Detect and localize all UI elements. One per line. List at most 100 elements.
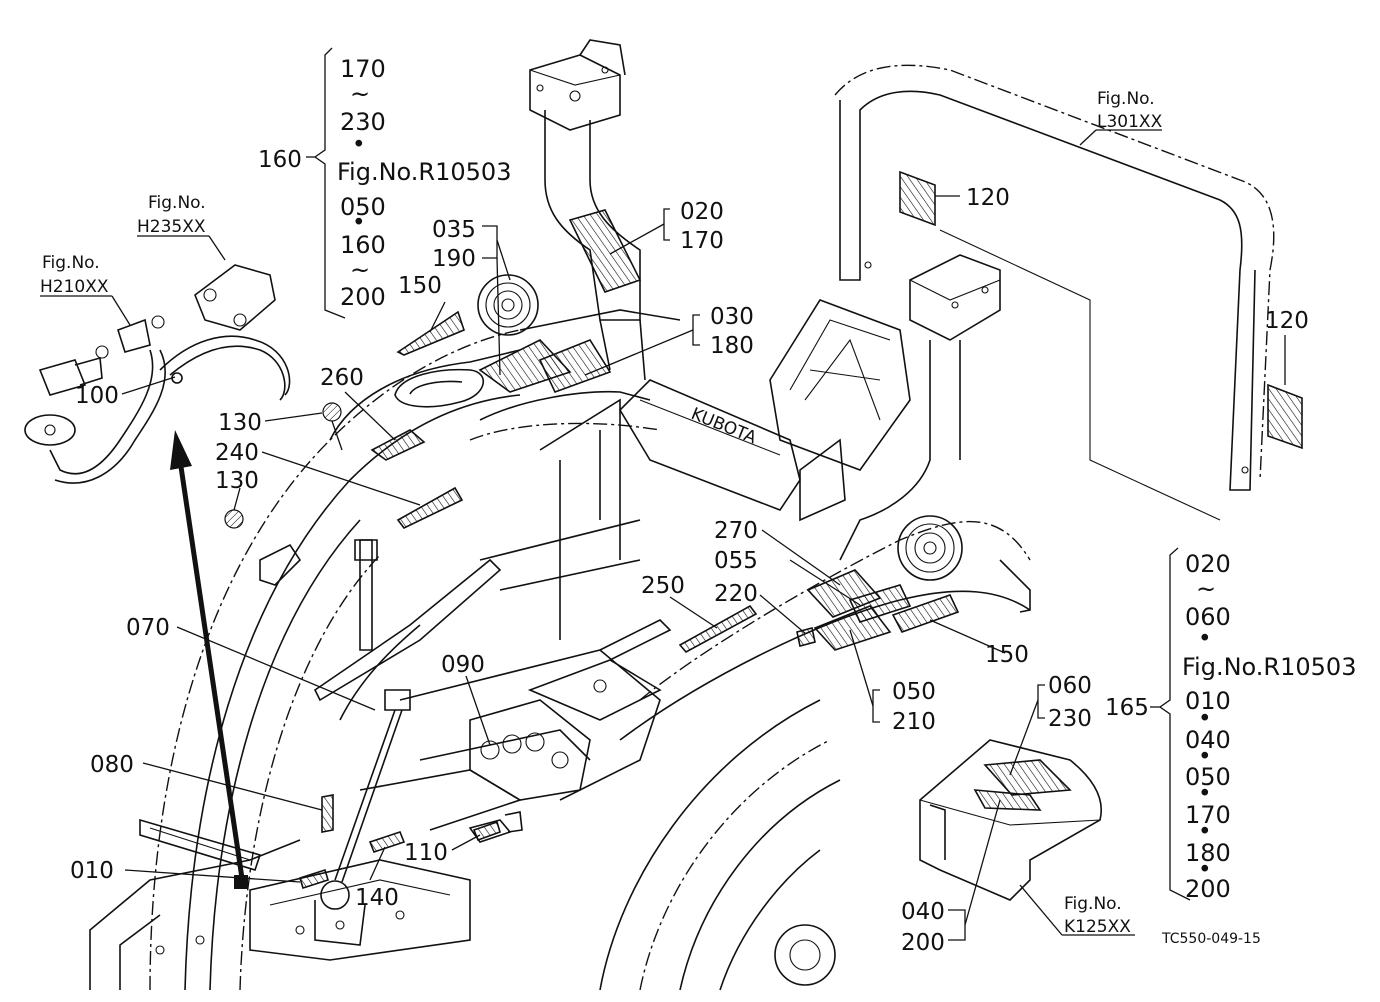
- callout-220: 220: [714, 581, 758, 607]
- callout-240: 240: [215, 440, 259, 466]
- bracket-165-item-10: •: [1198, 781, 1212, 807]
- figref-k125-fig: Fig.No.: [1064, 894, 1122, 914]
- decal-020-170: [568, 209, 642, 293]
- cap-130-lower: [224, 509, 244, 529]
- callout-190: 190: [432, 246, 476, 272]
- callout-150-right: 150: [985, 642, 1029, 668]
- callout-140: 140: [355, 885, 399, 911]
- decal-140: [368, 831, 406, 853]
- callout-200b: 200: [901, 930, 945, 956]
- callout-170b: 170: [680, 228, 724, 254]
- callout-010: 010: [70, 858, 114, 884]
- callout-270: 270: [714, 518, 758, 544]
- callout-230b: 230: [1048, 706, 1092, 732]
- callout-055: 055: [714, 548, 758, 574]
- decal-030-180b: [538, 339, 612, 394]
- callout-070: 070: [126, 615, 170, 641]
- bracket-160-tilde-2: ~: [350, 256, 370, 284]
- tractor-body-linework: [89, 309, 1031, 991]
- decal-240: [396, 486, 464, 530]
- callout-110: 110: [404, 840, 448, 866]
- bracket-165-item-0: 020: [1185, 550, 1231, 578]
- callout-150-left: 150: [398, 273, 442, 299]
- bracket-165-item-3: •: [1198, 626, 1212, 652]
- callout-020: 020: [680, 199, 724, 225]
- cap-130-upper: [322, 402, 342, 422]
- callout-200: 200: [340, 283, 386, 311]
- bracket-165-item-15: 200: [1185, 875, 1231, 903]
- bracket-165-item-14: •: [1198, 857, 1212, 883]
- bracket-165-item-8: •: [1198, 744, 1212, 770]
- leader-lines: [40, 47, 1286, 941]
- decal-150-right: [891, 594, 960, 633]
- bracket-165-item-7: 040: [1185, 726, 1231, 754]
- callout-030: 030: [710, 304, 754, 330]
- center-rops-post: [529, 39, 646, 381]
- decal-050-210: [813, 605, 892, 651]
- callout-090: 090: [441, 652, 485, 678]
- hour-meter-left: [477, 274, 539, 336]
- seat-frame: [769, 299, 911, 522]
- figref-h235-fig: Fig.No.: [148, 193, 206, 213]
- callout-160-figref: Fig.No.R10503: [337, 158, 511, 186]
- bracket-165-item-13: 180: [1185, 839, 1231, 867]
- callout-210: 210: [892, 709, 936, 735]
- bracket-160-tilde-1: ~: [350, 80, 370, 108]
- assembly-arrow: [170, 430, 248, 889]
- decal-080: [321, 794, 334, 833]
- bracket-165-item-11: 170: [1185, 801, 1231, 829]
- callout-160-label: 160: [258, 147, 302, 173]
- callout-labels: 170 ~ 230 • 160 Fig.No.R10503 050 • 160 …: [70, 55, 1356, 956]
- bracket-165-label: 165: [1105, 695, 1149, 721]
- bracket-165-item-5: 010: [1185, 687, 1231, 715]
- bracket-165-item-2: 060: [1185, 603, 1231, 631]
- callout-060: 060: [1048, 673, 1092, 699]
- decal-120-right: [1267, 383, 1303, 450]
- callout-035: 035: [432, 217, 476, 243]
- callout-100: 100: [75, 383, 119, 409]
- callout-120-upper: 120: [966, 185, 1010, 211]
- bracket-160-dot-1: •: [352, 132, 366, 158]
- bracket-165-item-6: •: [1198, 706, 1212, 732]
- callout-230: 230: [340, 108, 386, 136]
- kubota-decal-text: KUBOTA: [688, 404, 759, 448]
- decal-120-upper: [899, 170, 936, 227]
- bracket-160-dot-2: •: [352, 210, 366, 236]
- callout-130-upper: 130: [218, 410, 262, 436]
- callout-080: 080: [90, 752, 134, 778]
- k125-cover: [919, 739, 1102, 901]
- callout-130-lower: 130: [215, 468, 259, 494]
- decal-150-left: [396, 310, 465, 356]
- drawing-code: TC550-049-15: [1161, 931, 1261, 947]
- figref-h235-code: H235XX: [137, 217, 206, 237]
- bracket-165-item-12: •: [1198, 819, 1212, 845]
- bracket-165-item-1: ~: [1196, 575, 1216, 603]
- grommet-outline: [259, 543, 302, 586]
- callout-040: 040: [901, 899, 945, 925]
- hour-meter-right: [897, 515, 963, 581]
- callout-170: 170: [340, 55, 386, 83]
- callout-050b: 050: [892, 679, 936, 705]
- callout-160b: 160: [340, 231, 386, 259]
- bracket-165-item-9: 050: [1185, 763, 1231, 791]
- callout-250: 250: [641, 573, 685, 599]
- decal-260: [370, 429, 426, 461]
- bracket-165-item-4: Fig.No.R10503: [1182, 653, 1356, 681]
- figref-h210-fig: Fig.No.: [42, 253, 100, 273]
- decal-010: [299, 868, 329, 890]
- decals: [299, 170, 1303, 890]
- callout-050: 050: [340, 193, 386, 221]
- callout-180: 180: [710, 333, 754, 359]
- figref-l301-code: L301XX: [1097, 112, 1163, 132]
- figref-k125-code: K125XX: [1064, 917, 1131, 937]
- hydraulic-fittings: [24, 264, 291, 484]
- figref-l301-fig: Fig.No.: [1097, 89, 1155, 109]
- figref-h210-code: H210XX: [40, 277, 109, 297]
- decal-250: [678, 604, 758, 654]
- right-rops: [834, 64, 1275, 561]
- callout-260: 260: [320, 365, 364, 391]
- callout-120-right: 120: [1265, 308, 1309, 334]
- decal-055-small: [796, 627, 816, 647]
- figure-references: Fig.No. H235XX Fig.No. H210XX Fig.No. L3…: [40, 89, 1163, 937]
